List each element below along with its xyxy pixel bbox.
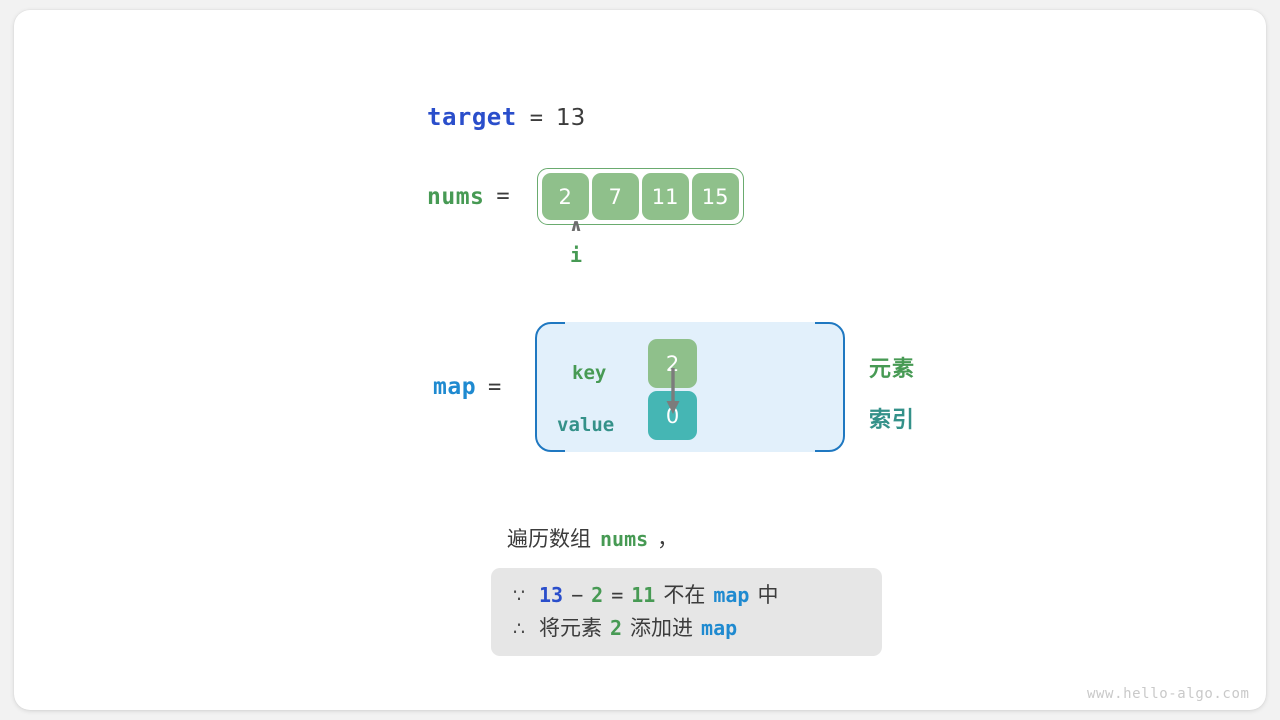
- info-not-in-text: 不在: [663, 583, 706, 607]
- annotation-element: 元素: [869, 357, 916, 382]
- info-added-element: 2: [610, 616, 623, 640]
- caption-prefix: 遍历数组: [507, 527, 591, 551]
- info-target-value: 13: [539, 583, 564, 607]
- caret-up-icon: ∧: [569, 216, 583, 236]
- diagram-card: target = 13 nums = 2 7 11 15 ∧ i map = k…: [14, 10, 1266, 710]
- target-value: 13: [555, 105, 586, 131]
- caption-line: 遍历数组 nums ，: [507, 523, 678, 553]
- info-box: ∵ 13 − 2 = 11 不在 map 中 ∴ 将元素 2 添加进 map: [491, 568, 882, 656]
- array-cell: 15: [691, 173, 739, 220]
- array-cell: 2: [541, 173, 589, 220]
- pointer-label: i: [569, 243, 583, 267]
- map-label: map: [433, 374, 477, 400]
- caption-suffix: ，: [657, 527, 679, 551]
- index-pointer: ∧ i: [562, 216, 590, 267]
- info-tail-text: 中: [757, 583, 779, 607]
- info-map-target: map: [701, 616, 738, 640]
- annotation-index: 索引: [869, 408, 916, 433]
- because-symbol: ∵: [513, 585, 526, 607]
- array-container: 2 7 11 15: [536, 168, 744, 225]
- target-equals-sign: =: [529, 106, 543, 131]
- map-key-row-label: key: [572, 362, 607, 384]
- array-cell: 7: [591, 173, 639, 220]
- map-equals-sign: =: [488, 375, 502, 400]
- target-row: target = 13: [427, 103, 585, 131]
- equals-operator: =: [611, 583, 624, 607]
- info-lead-text: 将元素: [539, 616, 602, 640]
- nums-label: nums: [427, 183, 485, 210]
- therefore-symbol: ∴: [513, 618, 526, 640]
- map-container: key value 2 0: [535, 321, 845, 453]
- site-watermark: www.hello-algo.com: [1087, 686, 1250, 702]
- map-value-cell: 0: [648, 391, 697, 440]
- map-key-cell: 2: [648, 339, 697, 388]
- info-complement: 11: [631, 583, 656, 607]
- minus-operator: −: [571, 583, 584, 607]
- info-current-element: 2: [591, 583, 604, 607]
- map-row-label: map =: [433, 374, 501, 400]
- target-label: target: [427, 103, 517, 131]
- array-cell: 11: [641, 173, 689, 220]
- info-map-ref: map: [713, 583, 750, 607]
- caption-code: nums: [600, 527, 649, 551]
- info-line-1: ∵ 13 − 2 = 11 不在 map 中: [513, 579, 860, 612]
- info-action-text: 添加进: [630, 616, 694, 640]
- nums-row: nums = 2 7 11 15: [427, 168, 744, 225]
- map-value-row-label: value: [557, 414, 615, 436]
- nums-equals-sign: =: [496, 184, 510, 209]
- info-line-2: ∴ 将元素 2 添加进 map: [513, 612, 860, 645]
